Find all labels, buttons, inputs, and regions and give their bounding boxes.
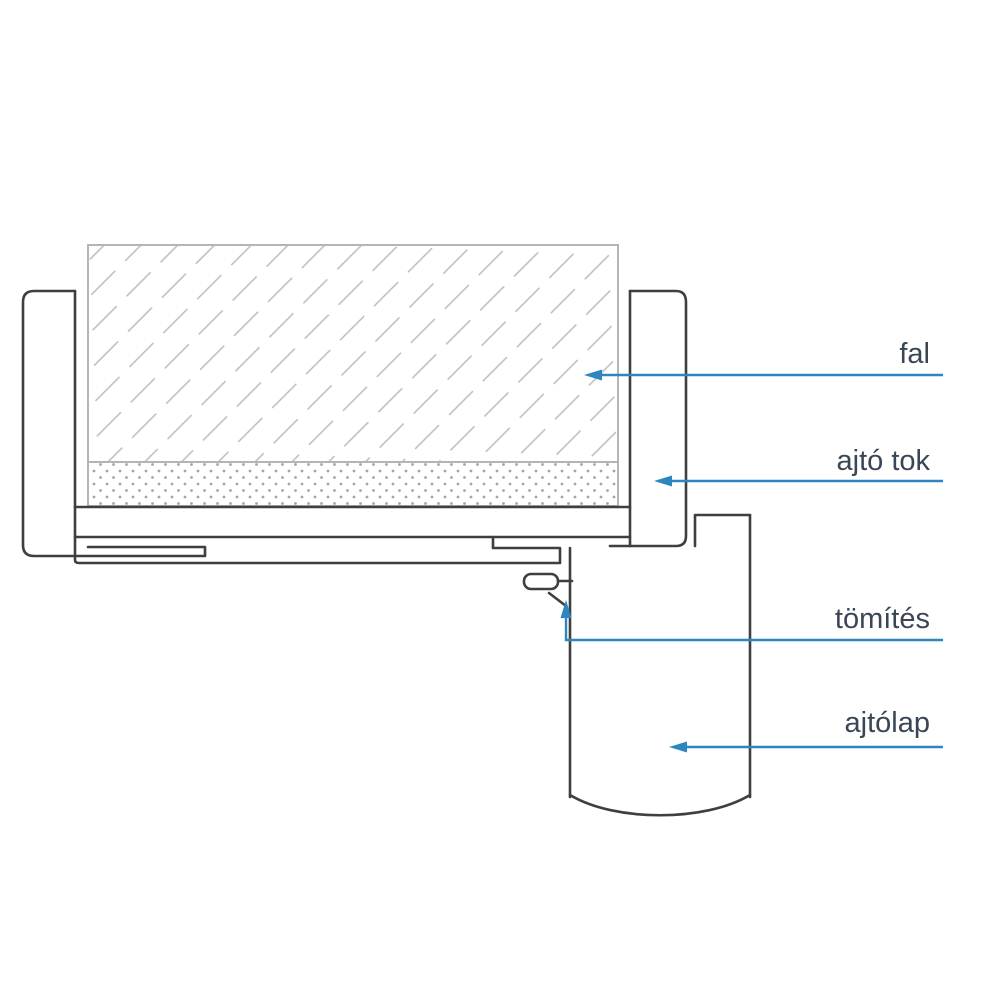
label-frame: ajtó tok [836, 445, 931, 477]
frame-right-casing [608, 289, 688, 548]
label-wall: fal [899, 338, 930, 370]
seal-tick-line [547, 591, 568, 608]
label-door-leaf: ajtólap [844, 707, 930, 739]
door-leaf-arrowhead-icon [669, 741, 687, 753]
seal-profile [522, 572, 560, 591]
door-leaf-rebate-edge [693, 513, 752, 548]
door-leaf-break-line [568, 793, 752, 817]
plaster-dotted-layer [87, 461, 619, 507]
seal-leader-line [564, 614, 943, 642]
label-seal: tömítés [834, 603, 930, 635]
wall-hatch-section [87, 244, 619, 463]
seal-arrowhead-icon [560, 600, 572, 618]
wall-arrowhead-icon [584, 369, 602, 381]
frame-left-casing [21, 289, 207, 558]
frame-left-inner-profile [73, 289, 562, 565]
frame-arrowhead-icon [654, 475, 672, 487]
